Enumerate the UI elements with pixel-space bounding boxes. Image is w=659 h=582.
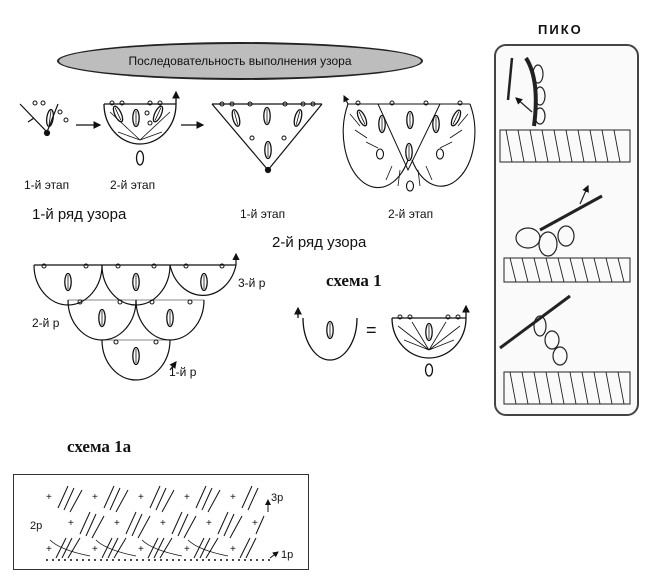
- scheme1-title: схема 1: [326, 271, 382, 290]
- row2-stage1-motif: [211, 101, 323, 174]
- pico-stitch-band-1: [499, 129, 631, 163]
- svg-text:+: +: [206, 518, 212, 529]
- pico-title: ПИКО: [538, 22, 583, 37]
- hook-illustration-2: [515, 184, 603, 257]
- scheme1a-title: схема 1а: [67, 437, 132, 456]
- row2-stage2-label: 2-й этап: [388, 207, 434, 221]
- scallop-scheme: [33, 252, 240, 381]
- pico-stitch-band-2: [503, 257, 631, 283]
- svg-text:+: +: [160, 518, 166, 529]
- scheme1-equals: =: [366, 320, 377, 340]
- scheme1a-row3-label: 3р: [271, 492, 284, 504]
- svg-text:+: +: [230, 544, 236, 555]
- row1-stage1-fan: [19, 100, 69, 137]
- scheme-row2-label: 2-й р: [32, 316, 60, 330]
- svg-text:+: +: [138, 544, 144, 555]
- sequence-banner: Последовательность выполнения узора: [57, 42, 423, 80]
- scheme1a-frame: [13, 474, 309, 570]
- scheme-row3-label: 3-й р: [238, 276, 266, 290]
- svg-text:+: +: [68, 518, 74, 529]
- row1-caption: 1-й ряд узора: [32, 206, 127, 223]
- row1-stage2-motif: [103, 90, 180, 166]
- row2-stage2-motif: [342, 95, 476, 192]
- pico-stitch-band-3: [503, 371, 631, 405]
- svg-text:+: +: [252, 518, 258, 529]
- svg-text:+: +: [138, 492, 144, 503]
- svg-text:+: +: [184, 544, 190, 555]
- scheme1a-row2-label: 2р: [30, 520, 43, 532]
- row2-stage1-label: 1-й этап: [240, 207, 286, 221]
- row1-stage1-label: 1-й этап: [24, 178, 70, 192]
- svg-text:+: +: [46, 492, 52, 503]
- svg-text:+: +: [230, 492, 236, 503]
- row2-caption: 2-й ряд узора: [272, 234, 367, 251]
- pico-illustrations: [499, 56, 631, 405]
- svg-text:+: +: [184, 492, 190, 503]
- hook-illustration-1: [506, 56, 546, 127]
- hook-illustration-3: [499, 294, 571, 366]
- svg-text:+: +: [46, 544, 52, 555]
- scheme1-equation: [294, 304, 470, 377]
- svg-text:+: +: [92, 492, 98, 503]
- scheme1a-pattern: + + + + + + + + + + + + + + +: [46, 485, 279, 561]
- banner-title: Последовательность выполнения узора: [128, 54, 352, 68]
- scheme1a-row1-label: 1р: [281, 549, 294, 561]
- row1-stage2-label: 2-й этап: [110, 178, 156, 192]
- svg-text:+: +: [114, 518, 120, 529]
- svg-text:+: +: [92, 544, 98, 555]
